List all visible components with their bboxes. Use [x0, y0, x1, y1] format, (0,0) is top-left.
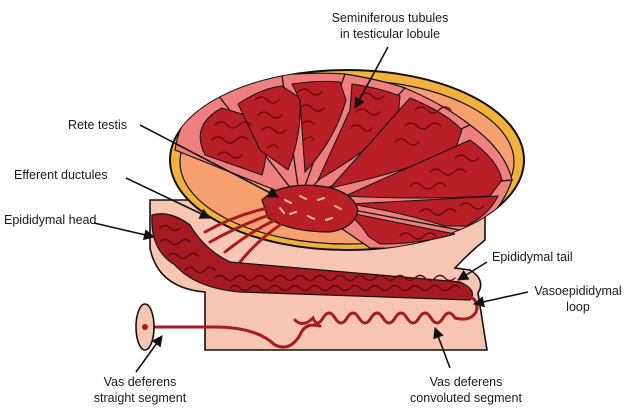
- arrow-epididymal-head: [94, 223, 154, 237]
- label-epididymal-tail: Epididymal tail: [492, 250, 573, 264]
- label-vas-convoluted-1: Vas deferens: [430, 375, 503, 389]
- label-vas-straight-1: Vas deferens: [104, 375, 177, 389]
- arrow-vasoepididymal: [474, 292, 528, 304]
- label-vasoepididymal-2: loop: [566, 300, 590, 314]
- label-vas-convoluted-2: convoluted segment: [410, 391, 522, 405]
- vas-deferens-lumen: [142, 324, 148, 330]
- label-rete-testis: Rete testis: [68, 118, 127, 132]
- label-vasoepididymal-1: Vasoepididymal: [534, 284, 621, 298]
- label-seminiferous-2: in testicular lobule: [340, 27, 440, 41]
- label-vas-straight-2: straight segment: [94, 391, 187, 405]
- label-seminiferous-1: Seminiferous tubules: [332, 11, 449, 25]
- label-epididymal-head: Epididymal head: [4, 213, 96, 227]
- label-efferent-ductules: Efferent ductules: [14, 168, 108, 182]
